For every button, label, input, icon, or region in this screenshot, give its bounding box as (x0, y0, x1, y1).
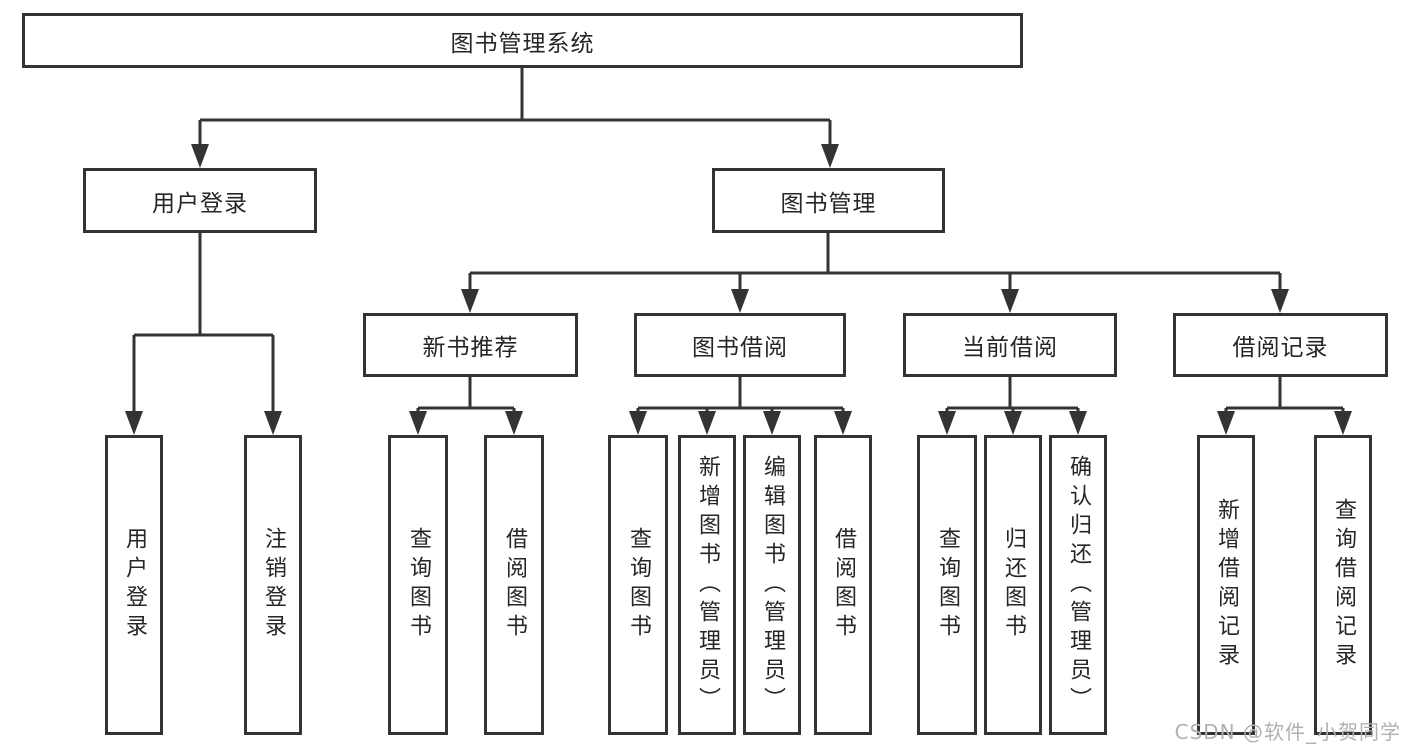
connector-line (468, 233, 1282, 293)
connector-root-to-level2 (191, 68, 839, 168)
connector-line (132, 233, 275, 415)
node-book-borrow: 图书借阅 (634, 313, 846, 377)
leaf-records-query-record: 查询借阅记录 (1314, 435, 1372, 735)
connector-line (636, 377, 845, 415)
connector-user-login-children (125, 233, 282, 435)
leaf-borrow-query-books: 查询图书 (608, 435, 668, 735)
node-user-login-label: 用户登录 (152, 190, 248, 217)
connector-book-borrow-children (629, 377, 852, 435)
arrow-down-icon (191, 144, 839, 168)
leaf-borrow-add-books-admin-label: 新增图书（管理员） (695, 454, 720, 716)
leaf-borrow-borrow-books: 借阅图书 (814, 435, 872, 735)
leaf-current-confirm-return-admin-label: 确认归还（管理员） (1066, 454, 1091, 716)
leaf-borrow-add-books-admin: 新增图书（管理员） (678, 435, 736, 735)
node-book-management-label: 图书管理 (780, 190, 877, 217)
connector-current-borrow-children (938, 377, 1087, 435)
connector-line (1224, 377, 1345, 415)
leaf-logout-label: 注销登录 (261, 527, 286, 643)
node-borrow-records-label: 借阅记录 (1232, 335, 1329, 361)
leaf-user-login-label: 用户登录 (122, 527, 147, 643)
node-current-borrow-label: 当前借阅 (962, 335, 1058, 361)
leaf-current-return-books-label: 归还图书 (1001, 527, 1026, 643)
node-book-borrow-label: 图书借阅 (692, 335, 788, 361)
leaf-current-confirm-return-admin: 确认归还（管理员） (1049, 435, 1107, 735)
node-user-login: 用户登录 (83, 168, 317, 233)
leaf-borrow-edit-books-admin-label: 编辑图书（管理员） (760, 454, 785, 716)
connector-line (945, 377, 1080, 415)
arrow-down-icon (1217, 411, 1352, 435)
leaf-borrow-query-books-label: 查询图书 (626, 527, 651, 643)
leaf-recommend-query-books: 查询图书 (388, 435, 448, 735)
arrow-down-icon (125, 411, 282, 435)
node-new-book-recommend: 新书推荐 (363, 313, 578, 377)
leaf-records-add-record: 新增借阅记录 (1197, 435, 1255, 735)
connector-line (416, 377, 516, 415)
node-library-system: 图书管理系统 (22, 13, 1023, 68)
connector-new-book-recommend-children (409, 377, 523, 435)
leaf-recommend-borrow-books-label: 借阅图书 (502, 527, 527, 643)
leaf-recommend-query-books-label: 查询图书 (406, 527, 431, 643)
leaf-recommend-borrow-books: 借阅图书 (484, 435, 544, 735)
arrow-down-icon (629, 411, 852, 435)
leaf-borrow-edit-books-admin: 编辑图书（管理员） (743, 435, 801, 735)
connector-borrow-records-children (1217, 377, 1352, 435)
node-current-borrow: 当前借阅 (903, 313, 1117, 377)
connector-line (198, 68, 832, 150)
leaf-borrow-borrow-books-label: 借阅图书 (831, 527, 856, 643)
leaf-current-query-books-label: 查询图书 (935, 527, 960, 643)
arrow-down-icon (409, 411, 523, 435)
leaf-logout: 注销登录 (244, 435, 302, 735)
arrow-down-icon (461, 289, 1289, 313)
node-book-management: 图书管理 (712, 168, 945, 233)
arrow-down-icon (938, 411, 1087, 435)
node-library-system-label: 图书管理系统 (450, 30, 595, 57)
node-new-book-recommend-label: 新书推荐 (422, 335, 519, 361)
leaf-current-return-books: 归还图书 (984, 435, 1042, 735)
leaf-user-login: 用户登录 (105, 435, 163, 735)
leaf-current-query-books: 查询图书 (917, 435, 977, 735)
watermark: CSDN @软件_小贺同学 (1174, 720, 1401, 744)
leaf-records-add-record-label: 新增借阅记录 (1214, 498, 1239, 672)
connector-book-management-children (461, 233, 1289, 313)
node-borrow-records: 借阅记录 (1173, 313, 1388, 377)
leaf-records-query-record-label: 查询借阅记录 (1331, 498, 1356, 672)
